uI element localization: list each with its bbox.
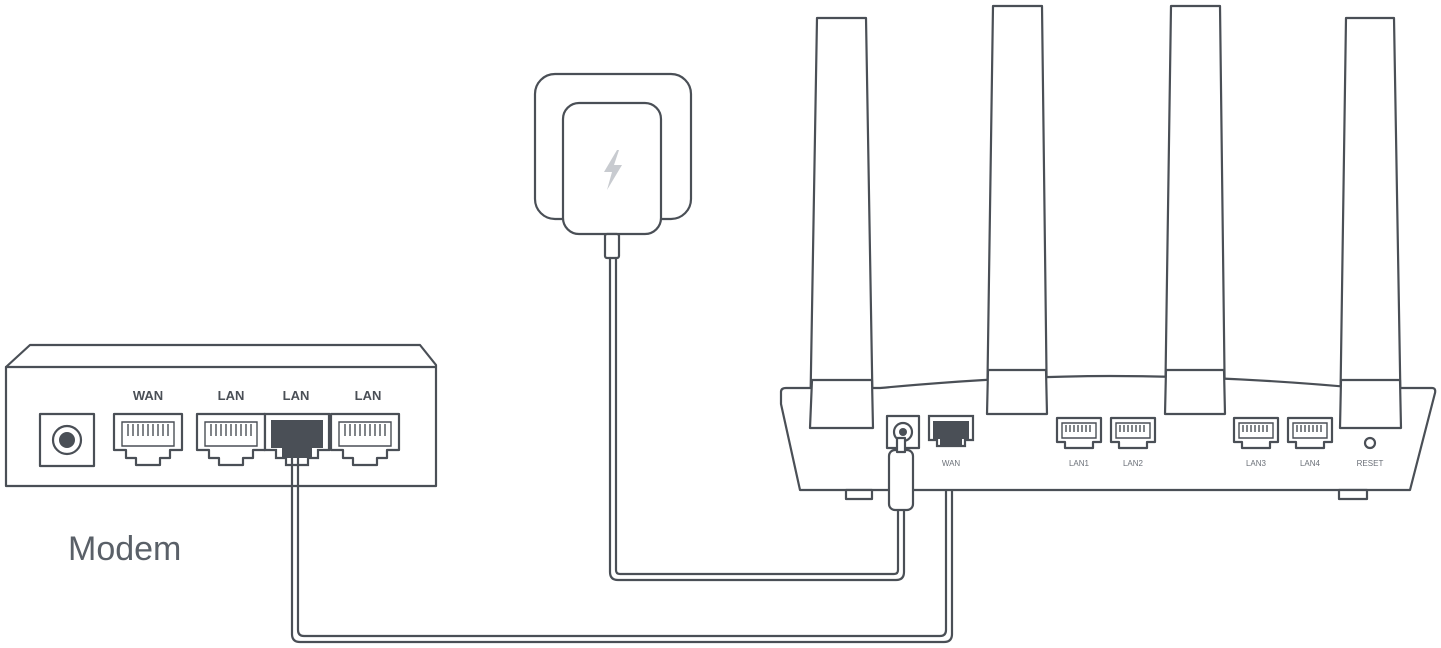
reset-button [1363, 436, 1377, 450]
antenna-2 [985, 4, 1049, 416]
antenna-1 [808, 16, 875, 430]
router-wan-port-connected [927, 414, 975, 448]
router-lan2-port [1109, 416, 1157, 450]
router-lan1-port [1055, 416, 1103, 450]
router-lan2-label: LAN2 [1123, 459, 1144, 468]
antenna-4 [1338, 16, 1403, 430]
lightning-bolt-icon [604, 150, 622, 190]
power-adapter [533, 72, 693, 260]
modem-lan-port-2-connected [263, 412, 331, 467]
power-plug [887, 448, 915, 512]
ethernet-cable [290, 442, 954, 644]
modem-lan-label-3: LAN [355, 388, 382, 403]
modem-lan-port-3 [329, 412, 401, 467]
router: WAN LAN1 LAN2 LAN3 LAN4 [779, 4, 1437, 512]
modem-wan-label: WAN [133, 388, 163, 403]
power-cable [608, 256, 906, 582]
modem-lan-label-2: LAN [283, 388, 310, 403]
adapter-cable-boot [603, 232, 621, 260]
router-lan4-port [1286, 416, 1334, 450]
antenna-3 [1163, 4, 1227, 416]
router-foot-right [1337, 488, 1369, 501]
router-lan4-label: LAN4 [1300, 459, 1321, 468]
modem-lan-port-1 [195, 412, 267, 467]
modem: WAN LAN LAN LAN [4, 343, 438, 488]
router-reset-label: RESET [1357, 459, 1384, 468]
router-lan3-label: LAN3 [1246, 459, 1267, 468]
router-lan3-port [1232, 416, 1280, 450]
router-lan1-label: LAN1 [1069, 459, 1090, 468]
modem-wan-port [112, 412, 184, 467]
modem-lan-label-1: LAN [218, 388, 245, 403]
router-body [779, 374, 1437, 492]
modem-label: Modem [68, 530, 181, 568]
router-foot-left [844, 488, 874, 501]
router-wan-label: WAN [942, 459, 961, 468]
